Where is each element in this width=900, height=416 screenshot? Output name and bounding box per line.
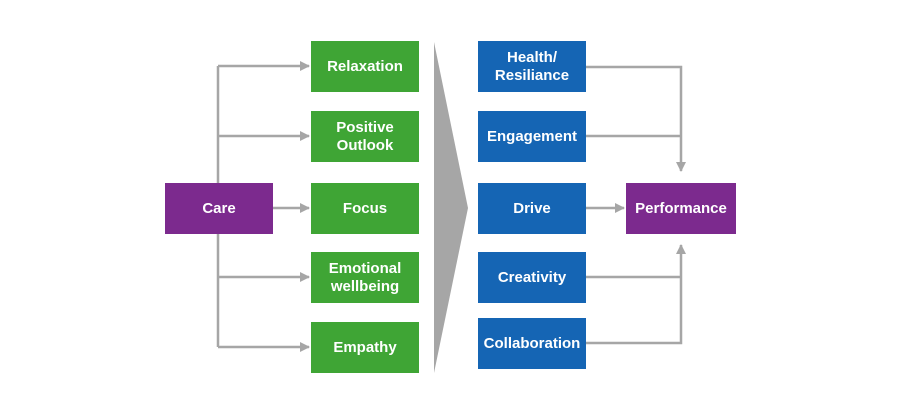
node-performance: Performance [626,183,736,234]
node-drive: Drive [478,183,586,234]
node-engagement: Engagement [478,111,586,162]
connector-health-performance [586,65,686,172]
node-focus: Focus [311,183,419,234]
big-transition-arrow [434,42,468,373]
node-relaxation: Relaxation [311,41,419,92]
node-creativity: Creativity [478,252,586,303]
node-collaboration: Collaboration [478,318,586,369]
node-care: Care [165,183,273,234]
node-health-resiliance: Health/ Resiliance [478,41,586,92]
node-positive-outlook: Positive Outlook [311,111,419,162]
node-empathy: Empathy [311,322,419,373]
connector-collaboration-performance [586,244,686,345]
node-emotional-wellbeing: Emotional wellbeing [311,252,419,303]
